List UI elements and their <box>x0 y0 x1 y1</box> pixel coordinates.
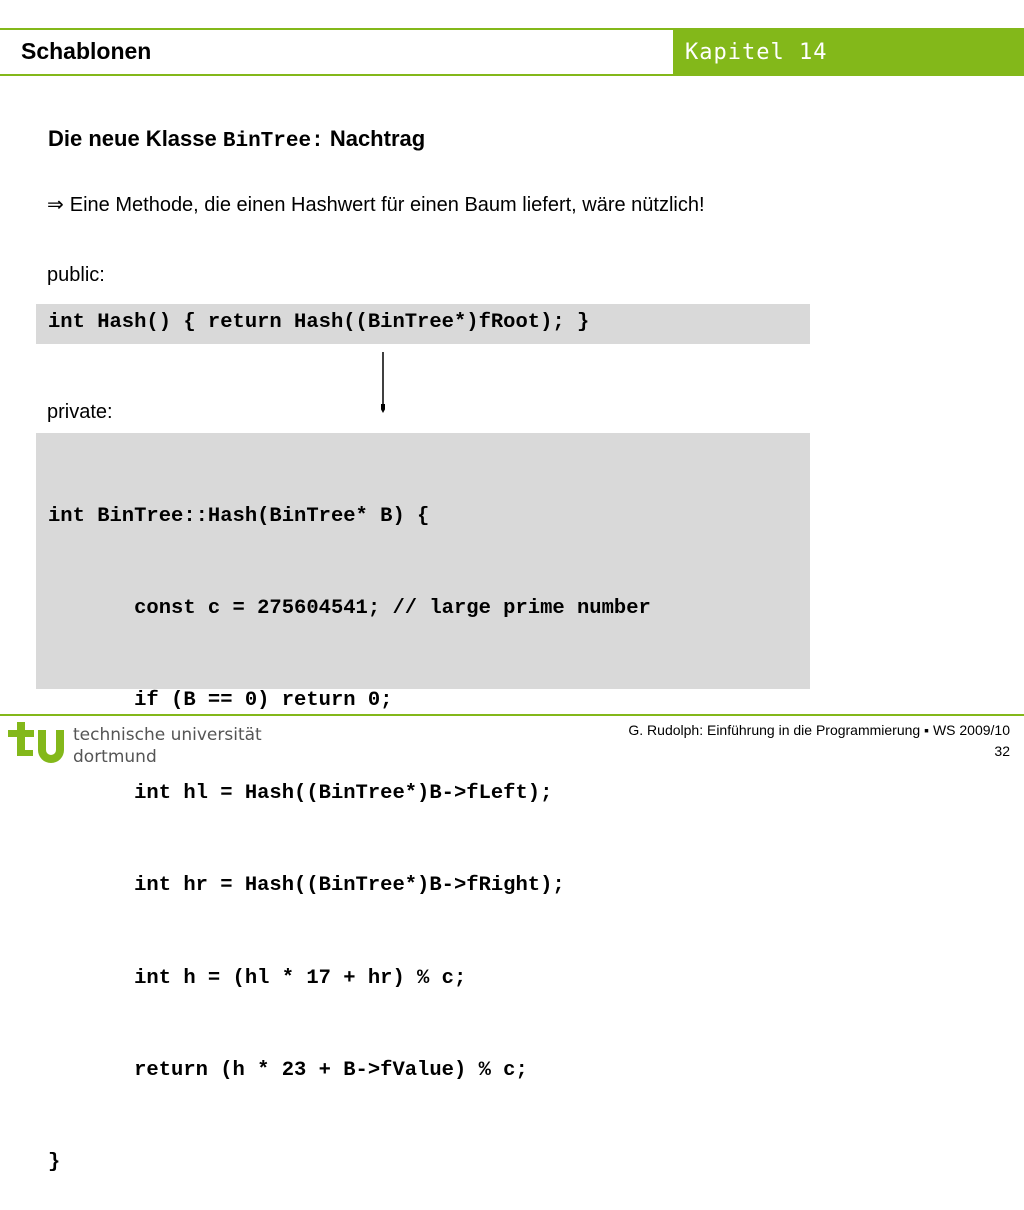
implies-arrow-icon: ⇒ <box>47 192 64 216</box>
slide-title: Schablonen <box>21 38 152 64</box>
public-code-block: int Hash() { return Hash((BinTree*)fRoot… <box>36 304 810 344</box>
code-line: int h = (hl * 17 + hr) % c; <box>48 966 467 990</box>
section-heading: Die neue Klasse BinTree: Nachtrag <box>48 126 425 153</box>
footer-credit: G. Rudolph: Einführung in die Programmie… <box>628 722 1010 738</box>
code-line: return (h * 23 + B->fValue) % c; <box>48 1058 528 1082</box>
chapter-badge: Kapitel 14 <box>673 30 1024 75</box>
heading-suffix: Nachtrag <box>329 126 426 151</box>
private-code-block: int BinTree::Hash(BinTree* B) { const c … <box>36 433 810 1174</box>
university-line2: dortmund <box>73 747 157 767</box>
university-name: technische universität dortmund <box>73 724 262 768</box>
bullet-text: Eine Methode, die einen Hashwert für ein… <box>69 194 705 216</box>
bullet-point: ⇒Eine Methode, die einen Hashwert für ei… <box>47 192 705 217</box>
code-line: } <box>48 1151 61 1175</box>
code-line: int BinTree::Hash(BinTree* B) { <box>48 504 430 528</box>
code-line: if (B == 0) return 0; <box>48 689 393 713</box>
code-line: const c = 275604541; // large prime numb… <box>48 596 651 620</box>
top-accent-line <box>0 28 1024 30</box>
header-bar <box>0 30 1024 76</box>
private-label: private: <box>47 401 113 423</box>
down-arrow-icon <box>381 352 385 413</box>
page-number: 32 <box>994 743 1010 759</box>
code-line: int hl = Hash((BinTree*)B->fLeft); <box>48 781 553 805</box>
university-line1: technische universität <box>73 725 262 745</box>
heading-code: BinTree: <box>222 130 324 153</box>
code-line: int hr = Hash((BinTree*)B->fRight); <box>48 874 565 898</box>
public-label: public: <box>47 264 105 286</box>
heading-prefix: Die neue Klasse <box>48 126 217 151</box>
tu-logo-icon <box>8 722 64 763</box>
footer-accent-line <box>0 714 1024 716</box>
